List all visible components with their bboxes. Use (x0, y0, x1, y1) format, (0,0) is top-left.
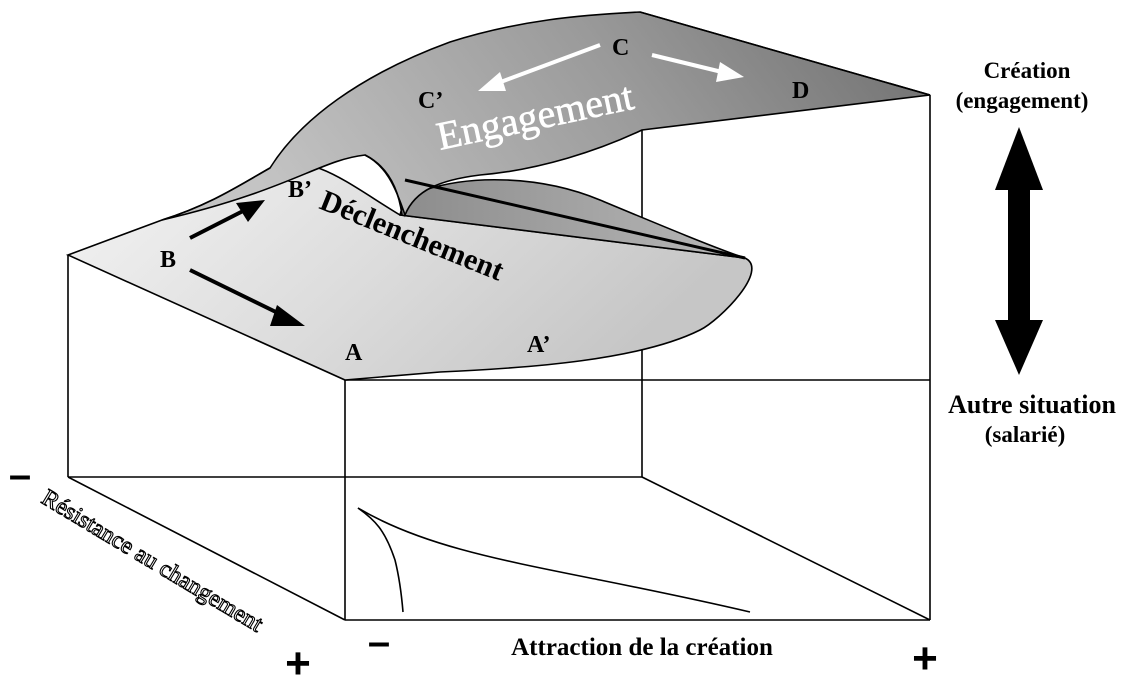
vertical-axis-top-line2: (engagement) (956, 88, 1089, 113)
depth-axis-min-sign: – (9, 453, 31, 497)
x-axis-min-sign: – (368, 620, 390, 664)
point-c-prime: C’ (418, 88, 443, 114)
x-axis-title: Attraction de la création (511, 634, 773, 661)
point-d: D (792, 78, 809, 104)
vertical-double-arrow (995, 127, 1043, 375)
depth-axis-max-sign: + (285, 639, 311, 682)
x-axis-max-sign: + (912, 634, 938, 682)
point-b-prime: B’ (288, 177, 312, 203)
point-b: B (160, 247, 176, 273)
depth-axis-title: Résistance au changement (37, 485, 268, 638)
point-a-prime: A’ (527, 332, 551, 358)
vertical-axis-top-line1: Création (984, 58, 1071, 83)
point-a: A (345, 340, 363, 366)
vertical-axis-bottom-line1: Autre situation (948, 390, 1116, 419)
point-c: C (612, 35, 629, 61)
cusp-projection (358, 508, 750, 612)
vertical-axis-bottom-line2: (salarié) (985, 422, 1065, 447)
behavior-surface (68, 12, 930, 380)
